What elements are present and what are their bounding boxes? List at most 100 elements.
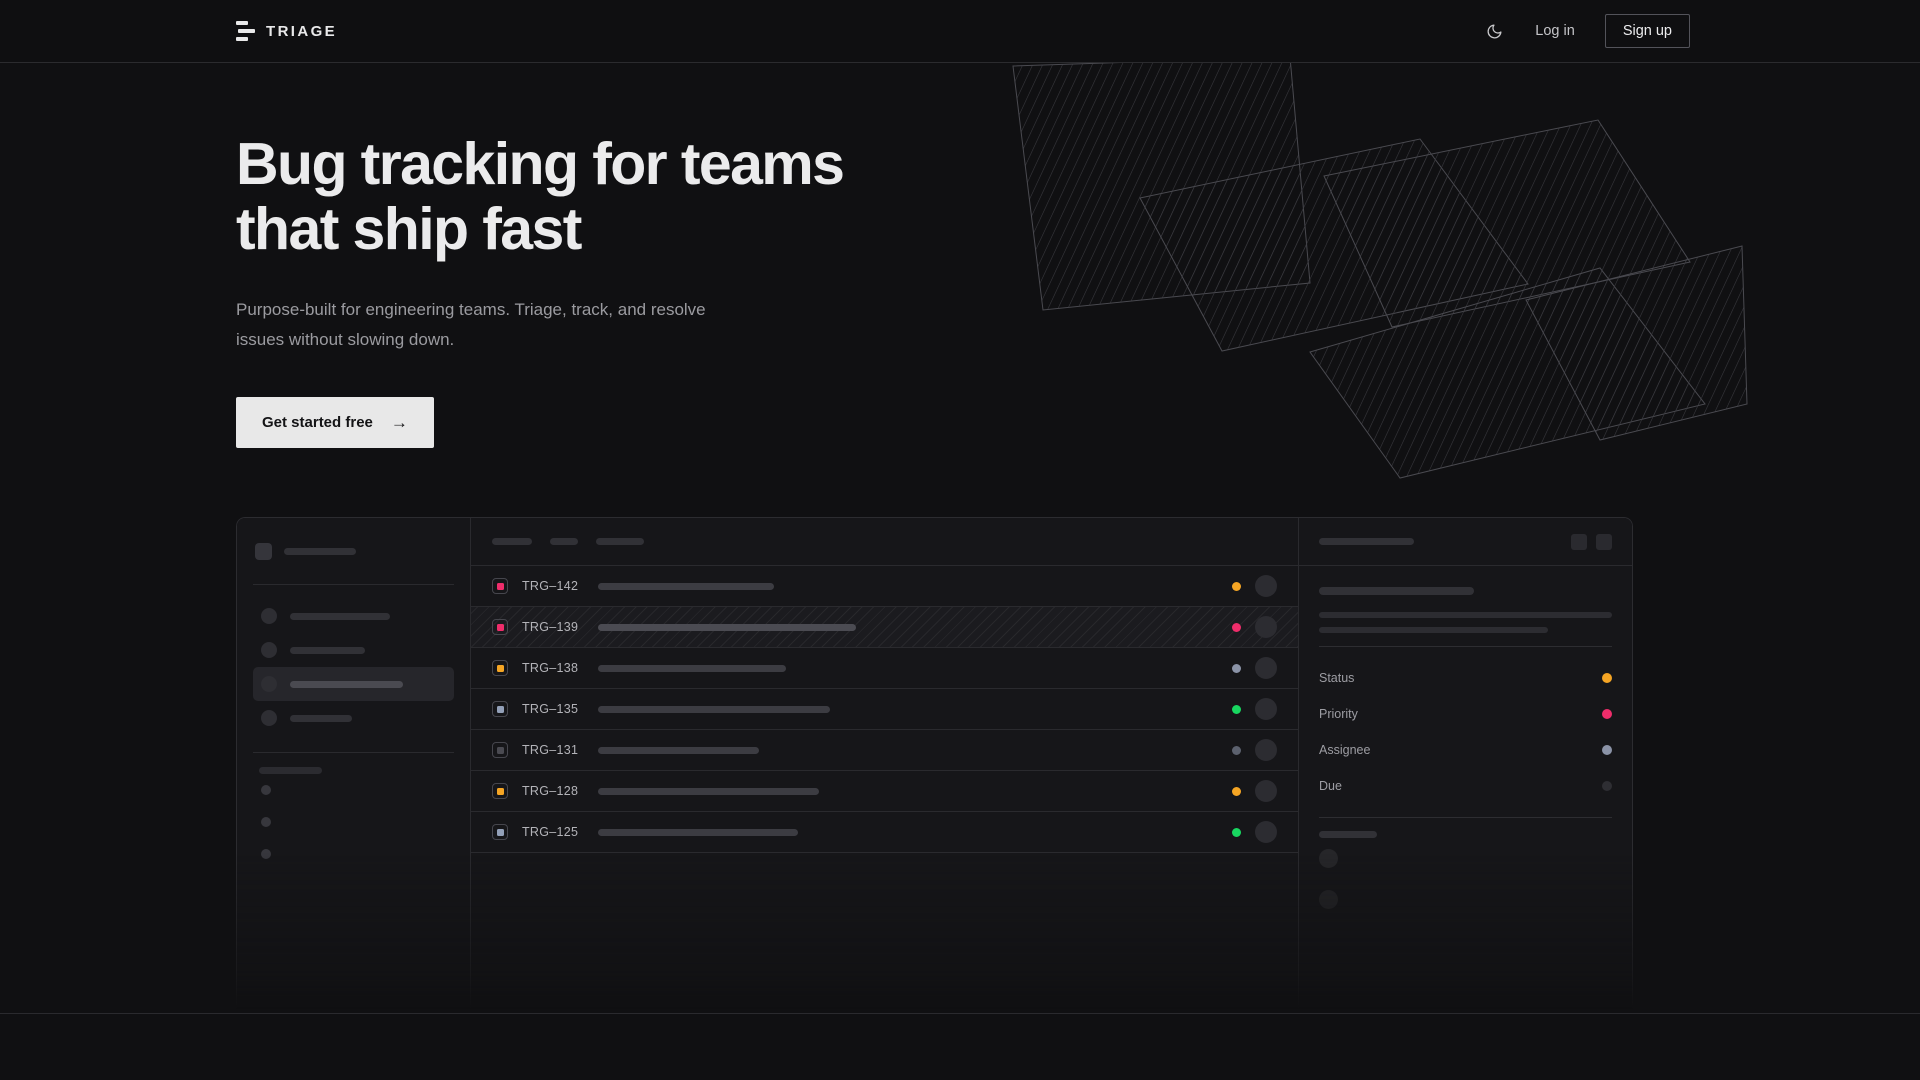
sidebar-mini-item-1[interactable] — [253, 774, 454, 806]
detail-meta-row[interactable]: Priority — [1319, 696, 1612, 732]
table-row[interactable]: TRG–128 — [471, 771, 1298, 813]
workspace-switcher[interactable] — [253, 536, 454, 567]
avatar[interactable] — [1255, 616, 1277, 639]
sidebar-item-4[interactable] — [253, 701, 454, 735]
row-meta — [1232, 821, 1277, 844]
table-row[interactable]: TRG–125 — [471, 812, 1298, 854]
avatar[interactable] — [1255, 698, 1277, 721]
bullet-icon — [261, 817, 271, 828]
table-row[interactable]: TRG–131 — [471, 730, 1298, 772]
status-badge[interactable] — [492, 742, 508, 759]
table-row[interactable]: TRG–138 — [471, 648, 1298, 690]
row-meta — [1232, 657, 1277, 680]
sidebar-mini-item-3[interactable] — [253, 838, 454, 870]
avatar[interactable] — [1255, 780, 1277, 803]
sidebar-item-label — [290, 714, 352, 722]
avatar[interactable] — [1255, 739, 1277, 762]
nav-actions: Log in Sign up — [1483, 14, 1690, 48]
sidebar-item-icon — [261, 608, 277, 625]
detail-meta-row[interactable]: Assignee — [1319, 732, 1612, 768]
table-row[interactable]: TRG–139 — [471, 607, 1298, 649]
detail-meta-row[interactable]: Due — [1319, 768, 1612, 804]
row-meta — [1232, 739, 1277, 762]
moon-icon[interactable] — [1483, 20, 1505, 42]
detail-meta-label: Assignee — [1319, 743, 1371, 758]
row-meta — [1232, 575, 1277, 598]
sidebar-divider — [253, 584, 454, 586]
sidebar-item-label — [290, 646, 365, 654]
detail-meta-value-dot — [1602, 673, 1612, 684]
avatar[interactable] — [1255, 575, 1277, 598]
status-badge[interactable] — [492, 578, 508, 595]
avatar[interactable] — [1255, 657, 1277, 680]
priority-dot — [1232, 581, 1241, 591]
issue-title-placeholder — [598, 787, 819, 795]
issue-id: TRG–138 — [522, 661, 579, 676]
bullet-icon — [261, 849, 271, 860]
cta-label: Get started free — [262, 414, 373, 432]
status-badge[interactable] — [492, 701, 508, 718]
detail-meta-value-dot — [1602, 745, 1612, 756]
sidebar-section-label — [259, 767, 322, 775]
issue-id: TRG–131 — [522, 743, 579, 758]
filter-chip-1[interactable] — [492, 538, 532, 546]
status-badge[interactable] — [492, 783, 508, 800]
detail-divider-2 — [1319, 817, 1612, 819]
sidebar-item-label — [290, 612, 390, 620]
issue-title-placeholder — [598, 623, 856, 631]
sidebar-item-icon — [261, 642, 277, 659]
detail-divider-1 — [1319, 646, 1612, 648]
page-title: Bug tracking for teams that ship fast — [236, 131, 956, 263]
detail-meta-label: Status — [1319, 671, 1355, 686]
sidebar-item-label — [290, 680, 403, 688]
table-row[interactable]: TRG–135 — [471, 689, 1298, 731]
issue-list-toolbar — [471, 518, 1298, 567]
avatar[interactable] — [1255, 821, 1277, 844]
filter-chip-2[interactable] — [550, 538, 578, 546]
issue-title-placeholder — [598, 828, 798, 836]
filter-chip-3[interactable] — [596, 538, 644, 546]
detail-action-button-1[interactable] — [1571, 533, 1587, 550]
issue-id: TRG–128 — [522, 784, 579, 799]
sidebar-item-1[interactable] — [253, 599, 454, 633]
detail-heading-placeholder — [1319, 587, 1474, 596]
detail-meta-value-dot — [1602, 709, 1612, 720]
table-row[interactable]: TRG–142 — [471, 566, 1298, 608]
login-link[interactable]: Log in — [1535, 23, 1575, 39]
issue-id: TRG–125 — [522, 825, 579, 840]
issue-id: TRG–139 — [522, 620, 579, 635]
detail-meta-value-dot — [1602, 781, 1612, 792]
status-badge[interactable] — [492, 660, 508, 677]
headline-line-1: Bug tracking for teams — [236, 131, 845, 197]
detail-action-button-2[interactable] — [1596, 533, 1612, 550]
detail-text-line-1 — [1319, 612, 1612, 619]
priority-dot — [1232, 827, 1241, 837]
signup-button[interactable]: Sign up — [1604, 14, 1690, 48]
detail-actions — [1571, 533, 1612, 550]
row-meta — [1232, 616, 1277, 639]
detail-title-placeholder — [1319, 538, 1414, 546]
row-meta — [1232, 780, 1277, 803]
workspace-name-placeholder — [284, 548, 356, 556]
activity-avatar-2 — [1319, 890, 1338, 910]
status-badge[interactable] — [492, 619, 508, 636]
get-started-button[interactable]: Get started free → — [236, 397, 434, 449]
sidebar-item-3-active[interactable] — [253, 667, 454, 702]
priority-dot — [1232, 704, 1241, 714]
sidebar-mini-item-2[interactable] — [253, 806, 454, 838]
status-badge[interactable] — [492, 824, 508, 841]
sidebar-item-icon — [261, 710, 277, 727]
detail-meta-row[interactable]: Status — [1319, 660, 1612, 696]
sidebar-item-2[interactable] — [253, 633, 454, 667]
priority-dot — [1232, 745, 1241, 755]
bullet-icon — [261, 785, 271, 796]
brand-logo[interactable]: TRIAGE — [236, 21, 337, 41]
issue-title-placeholder — [598, 582, 774, 590]
